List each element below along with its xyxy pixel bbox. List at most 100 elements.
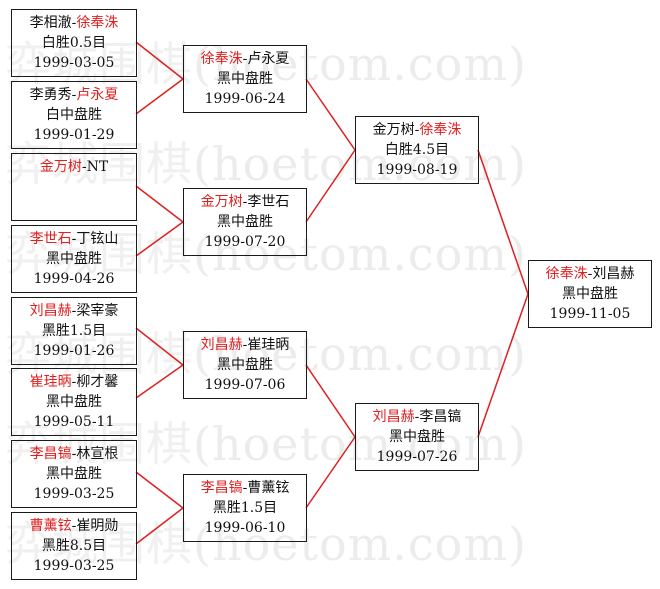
player-name: 崔珪昞 (247, 337, 290, 353)
player-name: 金万树 (39, 159, 82, 175)
match-date (12, 197, 136, 217)
player-separator: - (71, 374, 77, 390)
match-date: 1999-01-26 (33, 343, 115, 359)
match-players: 崔珪昞-柳才馨 (12, 372, 136, 392)
match-result: 黑中盘胜 (46, 394, 102, 410)
connector-line (135, 507, 184, 545)
match-date: 1999-08-19 (376, 162, 458, 178)
player-name: 李世石 (247, 194, 290, 210)
connector-line (305, 436, 356, 509)
match-players: 徐奉洙-刘昌赫 (529, 264, 651, 284)
connector-line (135, 364, 184, 399)
match-box-r1-3: 金万树-NT (11, 153, 137, 221)
player-name: 徐奉洙 (419, 122, 462, 138)
match-date: 1999-07-06 (204, 377, 286, 393)
player-separator: - (71, 303, 77, 319)
connector-line (135, 78, 184, 115)
match-result: 黑胜1.5目 (41, 323, 107, 339)
match-result: 黑中盘胜 (389, 429, 445, 445)
player-separator: - (71, 446, 77, 462)
match-result: 黑胜1.5目 (212, 500, 278, 516)
player-name: 曹薰铉 (29, 518, 72, 534)
player-separator: - (414, 122, 420, 138)
connector-line (135, 41, 184, 80)
match-box-r1-6: 崔珪昞-柳才馨黑中盘胜 1999-05-11 (11, 368, 137, 436)
player-name: 刘昌赫 (592, 266, 635, 282)
player-separator: - (71, 518, 77, 534)
player-separator: - (71, 231, 77, 247)
player-separator: - (81, 159, 87, 175)
match-players: 金万树-徐奉洙 (356, 120, 478, 140)
match-result: 黑中盘胜 (217, 214, 273, 230)
match-date: 1999-07-20 (204, 234, 286, 250)
match-players: 金万树-NT (12, 157, 136, 177)
match-players: 曹薰铉-崔明勋 (12, 516, 136, 536)
match-date: 1999-06-24 (204, 91, 286, 107)
match-result: 黑中盘胜 (46, 466, 102, 482)
player-separator: - (242, 337, 248, 353)
match-box-r2-4: 李昌镐-曹薰铉黑胜1.5目 1999-06-10 (183, 474, 307, 542)
connector-line (135, 221, 184, 257)
player-name: 李昌镐 (200, 480, 243, 496)
player-name: 金万树 (372, 122, 415, 138)
player-name: 崔珪昞 (29, 374, 72, 390)
match-date: 1999-05-11 (33, 414, 115, 430)
player-separator: - (587, 266, 593, 282)
match-result: 黑胜8.5目 (41, 538, 107, 554)
match-result (12, 177, 136, 197)
player-name: 梁宰豪 (76, 303, 119, 319)
player-name: 柳才馨 (76, 374, 119, 390)
match-players: 李昌镐-林宣根 (12, 444, 136, 464)
connector-line (135, 471, 184, 509)
match-date: 1999-06-10 (204, 520, 286, 536)
match-date: 1999-01-29 (33, 127, 115, 143)
match-result: 黑中盘胜 (46, 251, 102, 267)
player-name: 卢永夏 (76, 87, 119, 103)
match-result: 白中盘胜 (46, 107, 102, 123)
player-name: 曹薰铉 (247, 480, 290, 496)
player-separator: - (242, 194, 248, 210)
match-box-r2-3: 刘昌赫-崔珪昞黑中盘胜 1999-07-06 (183, 331, 307, 399)
connector-line (135, 185, 184, 223)
player-name: 金万树 (200, 194, 243, 210)
player-name: 刘昌赫 (200, 337, 243, 353)
match-box-r1-5: 刘昌赫-梁宰豪黑胜1.5目 1999-01-26 (11, 297, 137, 365)
player-name: 丁铉山 (76, 231, 119, 247)
connector-line (477, 293, 529, 438)
match-date: 1999-11-05 (549, 306, 631, 322)
match-date: 1999-03-25 (33, 558, 115, 574)
match-result: 黑中盘胜 (217, 71, 273, 87)
match-date: 1999-03-05 (33, 55, 115, 71)
match-players: 金万树-李世石 (184, 192, 306, 212)
connector-line (305, 364, 356, 438)
player-name: NT (86, 159, 109, 175)
match-players: 刘昌赫-李昌镐 (356, 407, 478, 427)
match-result: 白胜0.5目 (41, 35, 107, 51)
player-separator: - (242, 480, 248, 496)
match-players: 徐奉洙-卢永夏 (184, 49, 306, 69)
player-separator: - (71, 87, 77, 103)
player-name: 刘昌赫 (29, 303, 72, 319)
match-box-r1-8: 曹薰铉-崔明勋黑胜8.5目 1999-03-25 (11, 512, 137, 580)
player-separator: - (414, 409, 420, 425)
match-players: 李相澈-徐奉洙 (12, 13, 136, 33)
player-name: 崔明勋 (76, 518, 119, 534)
player-name: 徐奉洙 (76, 15, 119, 31)
match-players: 刘昌赫-梁宰豪 (12, 301, 136, 321)
player-name: 林宣根 (76, 446, 119, 462)
player-name: 卢永夏 (247, 51, 290, 67)
player-separator: - (242, 51, 248, 67)
connector-line (305, 149, 356, 223)
match-players: 刘昌赫-崔珪昞 (184, 335, 306, 355)
player-name: 李世石 (29, 231, 72, 247)
match-result: 黑中盘胜 (217, 357, 273, 373)
player-separator: - (71, 15, 77, 31)
player-name: 李昌镐 (419, 409, 462, 425)
